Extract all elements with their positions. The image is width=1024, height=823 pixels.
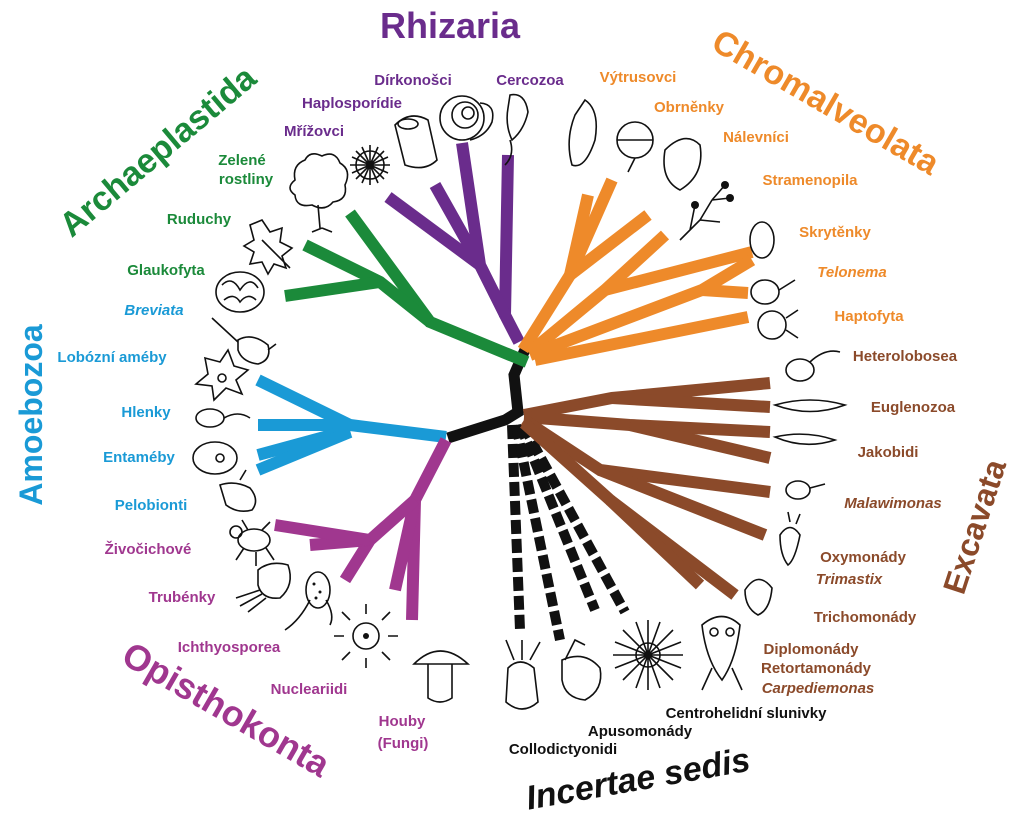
ciliate-sketch bbox=[663, 137, 702, 191]
taxon-label: Telonema bbox=[817, 264, 886, 281]
taxon-label: Cercozoa bbox=[496, 72, 564, 89]
trichomonad-sketch bbox=[744, 578, 773, 616]
rhizaria-branches bbox=[384, 142, 525, 345]
rhizaria-title: Rhizaria bbox=[380, 5, 521, 46]
taxon-label: Oxymonády bbox=[820, 549, 907, 566]
taxon-label: Nálevníci bbox=[723, 129, 789, 146]
malawimonas-sketch bbox=[785, 480, 826, 500]
taxon-label: Živočichové bbox=[105, 540, 192, 558]
heterolobosea-sketch bbox=[785, 350, 841, 382]
taxon-label: Retortamonády bbox=[761, 660, 872, 677]
choanoflagellate-sketch bbox=[235, 562, 291, 613]
amoebozoa-branches bbox=[255, 374, 447, 476]
taxon-label: rostliny bbox=[219, 171, 274, 188]
taxon-label: Dírkonošci bbox=[374, 72, 452, 89]
taxon-label: Jakobidi bbox=[858, 444, 919, 461]
opisthokonta-branches bbox=[274, 437, 452, 621]
radiolarian-sketch bbox=[350, 145, 390, 185]
taxon-label: Obrněnky bbox=[654, 99, 725, 116]
taxon-label: Ichthyosporea bbox=[178, 639, 281, 656]
lobose-amoeba-sketch bbox=[194, 348, 250, 402]
glaucophyte-sketch bbox=[215, 271, 265, 313]
haplosporidian-sketch bbox=[394, 115, 438, 169]
taxon-label: Trimastix bbox=[816, 571, 883, 588]
taxon-labels: Dírkonošci Cercozoa Haplosporídie Mřížov… bbox=[57, 69, 957, 758]
taxon-label: Ruduchy bbox=[167, 211, 232, 228]
organism-illustrations bbox=[192, 93, 848, 710]
taxon-label: Hlenky bbox=[121, 404, 171, 421]
euglenozoa-sketch bbox=[772, 399, 848, 413]
ichthyosporea-sketch bbox=[284, 571, 333, 631]
taxon-label: Zelené bbox=[218, 152, 266, 169]
taxon-label: Carpediemonas bbox=[762, 680, 875, 697]
haptophyte-sketch bbox=[757, 309, 799, 340]
chromalveolata-branches bbox=[517, 177, 756, 366]
stramenopile-sketch bbox=[679, 181, 734, 241]
foraminifera-sketch bbox=[439, 95, 494, 141]
oxymonad-sketch bbox=[779, 511, 801, 567]
entamoeba-sketch bbox=[192, 441, 238, 475]
taxon-label: Trichomonády bbox=[814, 609, 917, 626]
archaeplastida-branches bbox=[284, 209, 530, 368]
branches bbox=[255, 142, 772, 642]
beetle-sketch bbox=[229, 519, 275, 566]
opisthokonta-title: Opisthokonta bbox=[116, 633, 338, 785]
backbone-branches bbox=[446, 342, 533, 444]
pelobiont-sketch bbox=[219, 469, 257, 512]
taxon-label: Houby bbox=[379, 713, 426, 730]
diplomonad-sketch bbox=[701, 615, 743, 691]
taxon-label: Centrohelidní slunivky bbox=[666, 705, 828, 722]
apicomplexan-sketch bbox=[568, 98, 598, 167]
telonema-sketch bbox=[750, 279, 796, 305]
taxon-label: Diplomonády bbox=[763, 641, 859, 658]
taxon-label: Malawimonas bbox=[844, 495, 942, 512]
taxon-label: Stramenopila bbox=[762, 172, 858, 189]
taxon-label: Výtrusovci bbox=[600, 69, 677, 86]
taxon-label: Collodictyonidi bbox=[509, 741, 617, 758]
collodictyonid-sketch bbox=[505, 639, 541, 710]
taxon-label: Euglenozoa bbox=[871, 399, 956, 416]
excavata-title: Excavata bbox=[936, 455, 1013, 598]
taxon-label: Nucleariidi bbox=[271, 681, 348, 698]
slime-mold-sketch bbox=[195, 408, 251, 428]
taxon-label: Breviata bbox=[124, 302, 183, 319]
red-alga-sketch bbox=[242, 219, 294, 276]
centrohelid-sketch bbox=[613, 620, 683, 690]
taxon-label: Trubénky bbox=[149, 589, 216, 606]
taxon-label: Lobózní améby bbox=[57, 349, 167, 366]
nucleariid-sketch bbox=[334, 604, 398, 668]
taxon-label: Mřížovci bbox=[284, 123, 344, 140]
taxon-label: Entaméby bbox=[103, 449, 175, 466]
jakobid-sketch bbox=[772, 433, 838, 446]
excavata-branches bbox=[519, 377, 772, 600]
taxon-label: (Fungi) bbox=[378, 735, 429, 752]
taxon-label: Skrytěnky bbox=[799, 224, 871, 241]
taxon-label: Heterolobosea bbox=[853, 348, 958, 365]
mushroom-sketch bbox=[412, 650, 471, 703]
taxon-label: Apusomonády bbox=[588, 723, 693, 740]
taxon-label: Haplosporídie bbox=[302, 95, 402, 112]
taxon-label: Pelobionti bbox=[115, 497, 188, 514]
amoebozoa-title: Amoebozoa bbox=[13, 324, 49, 506]
breviata-sketch bbox=[211, 317, 277, 365]
taxon-label: Haptofyta bbox=[834, 308, 904, 325]
chromalveolata-title: Chromalveolata bbox=[706, 22, 947, 183]
incertae-branches bbox=[507, 422, 630, 642]
dinoflagellate-sketch bbox=[616, 121, 654, 173]
green-plant-sketch bbox=[289, 152, 349, 233]
cercozoa-sketch bbox=[504, 93, 529, 166]
cryptophyte-sketch bbox=[749, 221, 775, 259]
apusomonad-sketch bbox=[561, 638, 602, 701]
taxon-label: Glaukofyta bbox=[127, 262, 205, 279]
